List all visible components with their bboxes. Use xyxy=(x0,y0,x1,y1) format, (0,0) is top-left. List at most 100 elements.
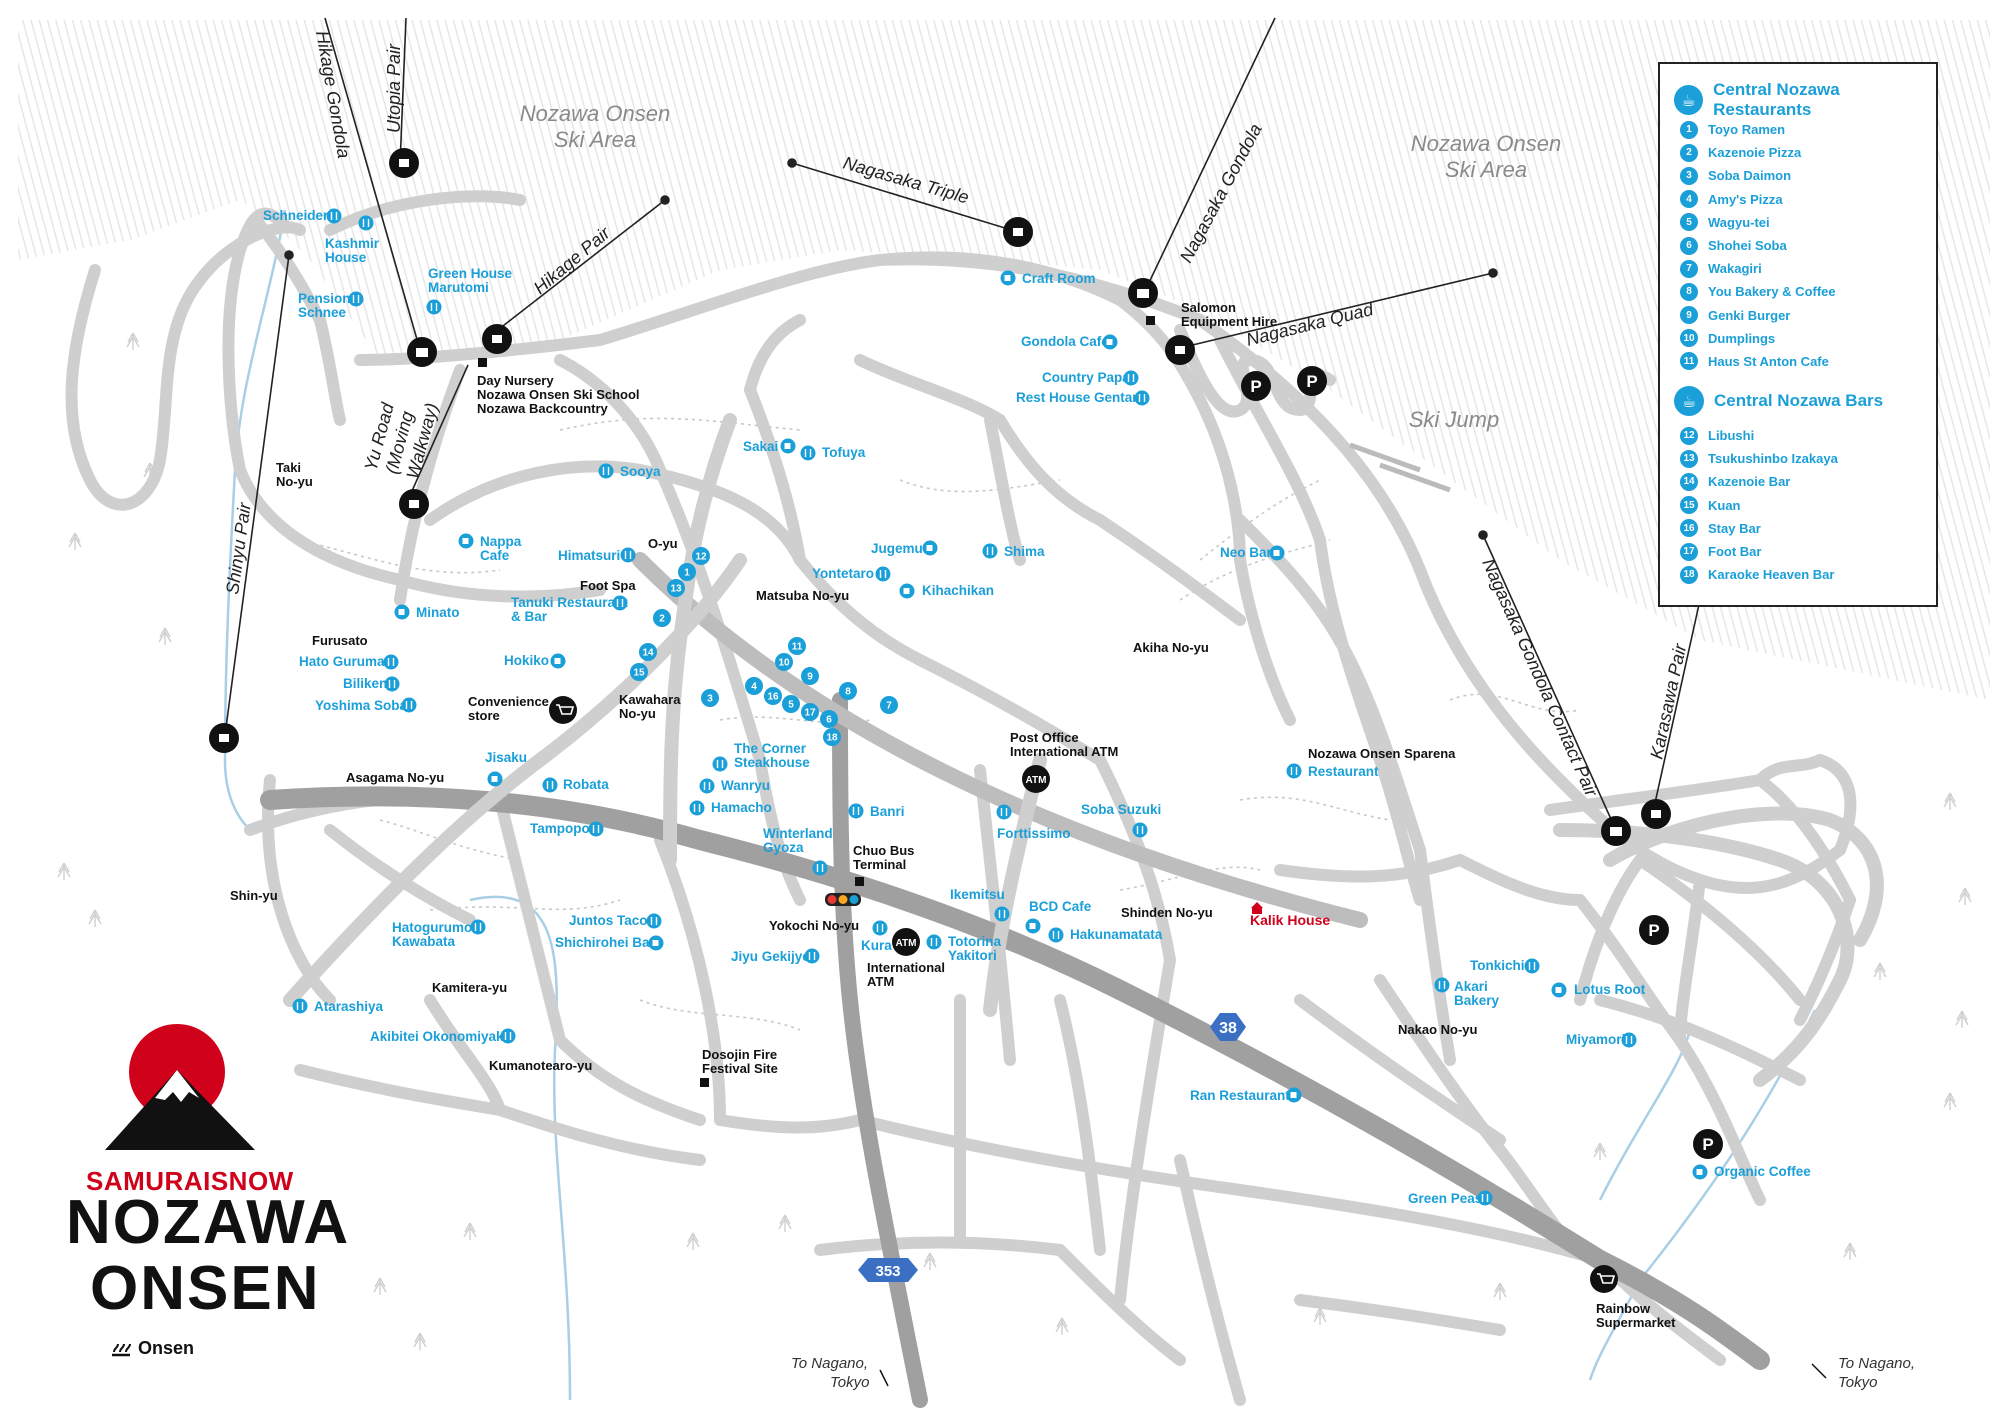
place-kura[interactable]: Kura xyxy=(861,920,892,954)
numbered-marker-6[interactable]: 6 xyxy=(820,710,838,728)
place-hokiko[interactable]: Hokiko xyxy=(504,653,566,669)
numbered-marker-8[interactable]: 8 xyxy=(839,682,857,700)
place-yoshima[interactable]: Yoshima Soba xyxy=(315,697,417,714)
place-country-papa[interactable]: Country Papa xyxy=(1042,370,1139,386)
kalik-house-marker[interactable]: Kalik House xyxy=(1250,902,1330,928)
place-shima[interactable]: Shima xyxy=(982,543,1046,560)
numbered-marker-7[interactable]: 7 xyxy=(880,696,898,714)
place-tofuya[interactable]: Tofuya xyxy=(800,445,866,461)
place-robata[interactable]: Robata xyxy=(542,777,610,793)
place-miyamori[interactable]: Miyamori xyxy=(1566,1032,1637,1048)
place-foot-spa[interactable]: Foot Spa xyxy=(580,578,636,593)
place-shichirohei[interactable]: Shichirohei Bar xyxy=(555,935,664,951)
place-green-peas[interactable]: Green Peas xyxy=(1408,1190,1493,1207)
numbered-marker-13[interactable]: 13 xyxy=(667,579,685,597)
numbered-marker-16[interactable]: 16 xyxy=(764,687,782,705)
ski-area-label: Ski Area xyxy=(554,127,636,152)
place-kamitera[interactable]: Kamitera-yu xyxy=(432,980,507,995)
numbered-marker-5[interactable]: 5 xyxy=(782,695,800,713)
place-ran[interactable]: Ran Restaurant xyxy=(1190,1087,1302,1104)
place-o-yu[interactable]: O-yu xyxy=(648,536,678,551)
place-forttissimo[interactable]: Forttissimo xyxy=(996,804,1071,842)
gondola-station-icon xyxy=(1601,816,1631,846)
stream-left xyxy=(223,209,287,831)
numbered-marker-17[interactable]: 17 xyxy=(801,703,819,721)
place-rest-house[interactable]: Rest House Gentaro xyxy=(1016,390,1150,406)
place-lotus[interactable]: Lotus Root xyxy=(1551,982,1646,998)
place-shin-yu[interactable]: Shin-yu xyxy=(230,888,278,903)
place-soba-suzuki[interactable]: Soba Suzuki xyxy=(1081,802,1161,838)
numbered-marker-14[interactable]: 14 xyxy=(639,643,657,661)
place-hato[interactable]: Hato Guruma xyxy=(299,654,399,670)
place-gondola-cafe[interactable]: Gondola Cafe xyxy=(1021,334,1118,350)
place-sparena-restaurant[interactable]: Restaurant xyxy=(1286,763,1380,780)
place-wanryu[interactable]: Wanryu xyxy=(699,778,771,794)
numbered-marker-1[interactable]: 1 xyxy=(678,563,696,581)
place-hakunamatata[interactable]: Hakunamatata xyxy=(1048,927,1163,943)
numbered-marker-10[interactable]: 10 xyxy=(775,653,793,671)
place-ikemitsu[interactable]: Ikemitsu xyxy=(950,887,1010,922)
place-tonkichi[interactable]: Tonkichi xyxy=(1470,958,1540,974)
place-atarashiya[interactable]: Atarashiya xyxy=(292,998,384,1015)
numbered-marker-18[interactable]: 18 xyxy=(823,728,841,746)
place-sparena[interactable]: Nozawa Onsen Sparena xyxy=(1308,746,1456,761)
place-craft-room[interactable]: Craft Room xyxy=(1000,270,1096,287)
numbered-marker-4[interactable]: 4 xyxy=(745,677,763,695)
place-organic[interactable]: Organic Coffee xyxy=(1692,1164,1812,1180)
place-jugemu[interactable]: Jugemu xyxy=(871,540,938,557)
place-asagama[interactable]: Asagama No-yu xyxy=(346,770,444,785)
place-tanuki[interactable]: Tanuki Restaurant& Bar xyxy=(511,595,628,624)
place-yokochi[interactable]: Yokochi No-yu xyxy=(769,918,859,933)
numbered-marker-12[interactable]: 12 xyxy=(692,547,710,565)
place-juntos[interactable]: Juntos Tacos xyxy=(569,913,662,929)
numbered-marker-3[interactable]: 3 xyxy=(701,689,719,707)
place-label: Convenience xyxy=(468,694,549,709)
numbered-marker-2[interactable]: 2 xyxy=(653,609,671,627)
place-nakao[interactable]: Nakao No-yu xyxy=(1398,1022,1478,1037)
place-akiha[interactable]: Akiha No-yu xyxy=(1133,640,1209,655)
place-himatsuri[interactable]: Himatsuri xyxy=(558,547,636,564)
place-matsuba[interactable]: Matsuba No-yu xyxy=(756,588,849,603)
place-label: Matsuba No-yu xyxy=(756,588,849,603)
place-sakai[interactable]: Sakai xyxy=(743,438,796,455)
numbered-marker-11[interactable]: 11 xyxy=(788,637,806,655)
numbered-marker-9[interactable]: 9 xyxy=(801,667,819,685)
place-yontetaro[interactable]: Yontetaro xyxy=(812,566,891,582)
place-shinden[interactable]: Shinden No-yu xyxy=(1121,905,1213,920)
place-furusato[interactable]: Furusato xyxy=(312,633,368,648)
place-minato[interactable]: Minato xyxy=(394,604,460,621)
place-hamacho[interactable]: Hamacho xyxy=(689,800,772,816)
place-schneider[interactable]: Schneider xyxy=(263,208,342,224)
place-kihachikan[interactable]: Kihachikan xyxy=(899,583,995,599)
place-akibitei[interactable]: Akibitei Okonomiyaki xyxy=(370,1028,516,1045)
place-neo-bar[interactable]: Neo Bar xyxy=(1220,545,1285,561)
place-kumanotearo[interactable]: Kumanotearo-yu xyxy=(489,1058,592,1073)
place-bcd[interactable]: BCD Cafe xyxy=(1025,899,1092,934)
place-biliken[interactable]: Biliken xyxy=(343,676,400,692)
place-sooya[interactable]: Sooya xyxy=(598,463,662,480)
place-jisaku[interactable]: Jisaku xyxy=(485,750,527,787)
place-banri[interactable]: Banri xyxy=(848,803,905,820)
numbered-marker-15[interactable]: 15 xyxy=(630,663,648,681)
place-jiyu[interactable]: Jiyu Gekijyo xyxy=(731,948,820,965)
place-tampopo[interactable]: Tampopo xyxy=(530,821,604,837)
